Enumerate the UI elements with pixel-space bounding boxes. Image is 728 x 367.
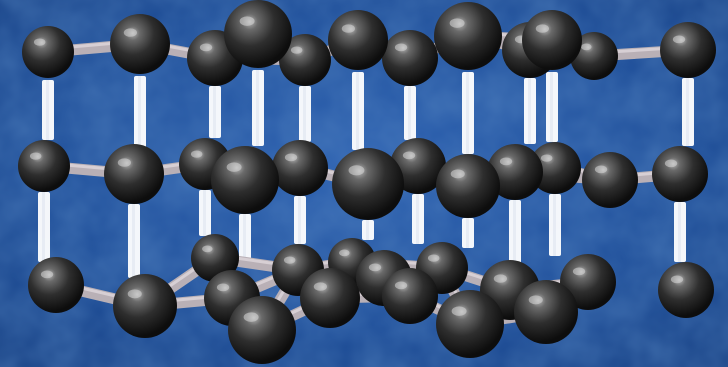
atom-highlight <box>290 46 303 54</box>
atom-highlight <box>216 283 230 292</box>
interlayer-bond-shine <box>132 204 135 278</box>
interlayer-bond-shine <box>466 218 469 248</box>
carbon-atom <box>434 2 502 70</box>
atom-highlight <box>670 275 684 284</box>
atom-highlight <box>29 152 42 160</box>
atom-highlight <box>368 263 382 272</box>
carbon-atom <box>382 30 438 86</box>
atom-highlight <box>202 245 213 253</box>
carbon-atom <box>191 234 239 282</box>
interlayer-bond-shine <box>416 194 419 244</box>
atom-highlight <box>449 18 465 28</box>
carbon-atom <box>272 140 328 196</box>
atom-highlight <box>341 24 355 33</box>
interlayer-bonds <box>38 70 694 278</box>
interlayer-bond-shine <box>356 72 359 150</box>
atom-highlight <box>402 151 416 160</box>
carbon-atom <box>332 148 404 220</box>
interlayer-bond-shine <box>678 202 681 262</box>
atom-highlight <box>226 162 242 172</box>
carbon-atom <box>487 144 543 200</box>
interlayer-bond-shine <box>408 86 411 140</box>
atom-highlight <box>528 295 543 305</box>
atom-highlight <box>283 256 296 264</box>
atom-highlight <box>499 157 513 166</box>
carbon-atom <box>652 146 708 202</box>
atom-highlight <box>540 154 553 162</box>
atom-highlight <box>394 281 408 290</box>
atom-highlight <box>127 289 142 299</box>
atom-highlight <box>581 43 592 51</box>
atom-highlight <box>123 28 137 37</box>
atom-highlight <box>594 165 608 174</box>
atom-highlight <box>451 306 467 316</box>
carbon-atom <box>228 296 296 364</box>
interlayer-bond-shine <box>46 80 49 140</box>
carbon-atom <box>22 26 74 78</box>
interlayer-bond-shine <box>42 192 45 262</box>
carbon-atom <box>211 146 279 214</box>
atom-highlight <box>33 38 46 46</box>
interlayer-bond-shine <box>513 200 516 264</box>
carbon-atom <box>28 257 84 313</box>
carbon-atom <box>522 10 582 70</box>
atom-highlight <box>672 35 686 44</box>
carbon-atom <box>436 154 500 218</box>
carbon-atom <box>110 14 170 74</box>
carbon-atom <box>328 10 388 70</box>
atom-highlight <box>243 312 259 322</box>
lattice-layer-top <box>22 0 716 86</box>
interlayer-bond-shine <box>466 72 469 154</box>
carbon-atom <box>279 34 331 86</box>
carbon-atom <box>300 268 360 328</box>
carbon-atom <box>113 274 177 338</box>
interlayer-bond-shine <box>686 78 689 146</box>
atom-highlight <box>339 249 350 257</box>
interlayer-bond-shine <box>553 194 556 256</box>
atom-highlight <box>664 159 678 168</box>
atom-highlight <box>117 158 131 167</box>
atom-highlight <box>239 16 255 26</box>
atom-highlight <box>450 169 465 179</box>
atom-highlight <box>572 267 586 276</box>
carbon-atom <box>570 32 618 80</box>
interlayer-bond-shine <box>203 190 206 236</box>
atom-highlight <box>190 150 203 158</box>
atom-highlight <box>535 24 550 33</box>
atom-highlight <box>313 282 327 291</box>
carbon-atom <box>582 152 638 208</box>
atom-highlight <box>40 270 54 279</box>
carbon-atom <box>560 254 616 310</box>
carbon-atom <box>514 280 578 344</box>
carbon-atom <box>104 144 164 204</box>
interlayer-bond-shine <box>298 196 301 244</box>
interlayer-bond-shine <box>303 86 306 142</box>
interlayer-bond-shine <box>243 214 246 266</box>
lattice-layer-middle <box>18 138 708 220</box>
lattice-layer-bottom <box>28 234 714 364</box>
carbon-atom <box>436 290 504 358</box>
atom-highlight <box>427 254 440 262</box>
carbon-atom <box>660 22 716 78</box>
interlayer-bond-shine <box>550 72 553 142</box>
atom-highlight <box>493 274 507 283</box>
carbon-atom <box>382 268 438 324</box>
carbon-atom <box>224 0 292 68</box>
interlayer-bond-shine <box>213 86 216 138</box>
interlayer-bond-shine <box>528 78 531 144</box>
carbon-atom <box>390 138 446 194</box>
interlayer-bond-shine <box>138 76 141 148</box>
carbon-atom <box>18 140 70 192</box>
interlayer-bond-shine <box>366 220 369 240</box>
carbon-atom <box>658 262 714 318</box>
atom-highlight <box>284 153 298 162</box>
interlayer-bond-shine <box>256 70 259 146</box>
atom-highlight <box>348 165 365 176</box>
atom-highlight <box>199 43 213 52</box>
carbon-atom <box>529 142 581 194</box>
atom-highlight <box>394 43 408 52</box>
